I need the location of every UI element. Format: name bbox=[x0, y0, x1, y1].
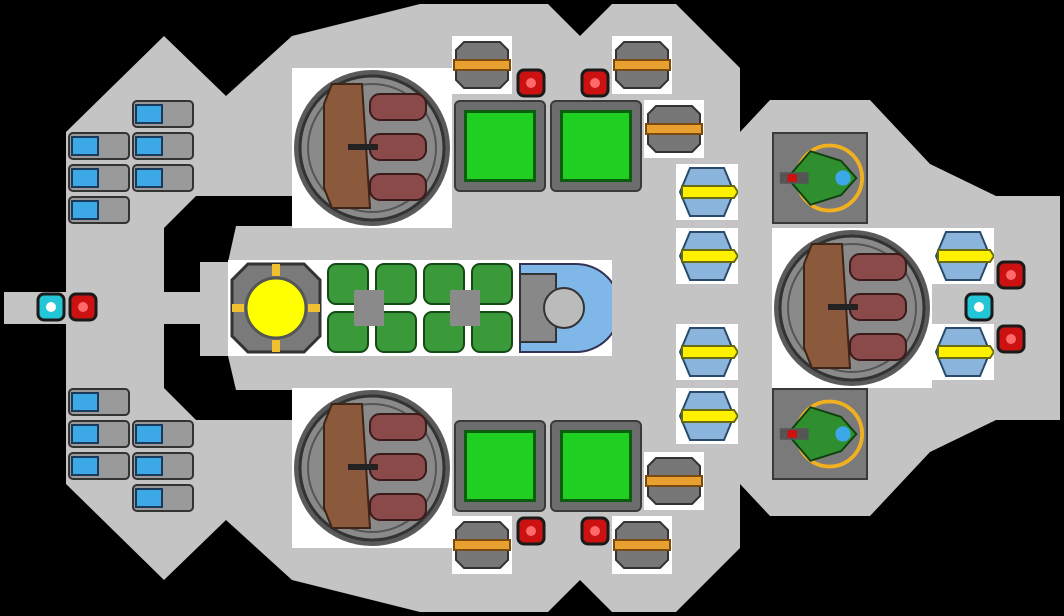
battery-pack-icon[interactable] bbox=[132, 420, 194, 448]
laser-turret-icon[interactable] bbox=[644, 100, 704, 158]
crew-cell-icon[interactable] bbox=[580, 516, 610, 546]
crew-cell-icon[interactable] bbox=[516, 516, 546, 546]
beam-emitter-icon[interactable] bbox=[932, 228, 994, 284]
crew-cell-icon[interactable] bbox=[964, 292, 994, 322]
fighter-bay-icon[interactable] bbox=[772, 132, 868, 224]
hull-void-port bbox=[164, 262, 200, 292]
battery-pack-icon[interactable] bbox=[68, 196, 130, 224]
crew-cell-icon[interactable] bbox=[580, 68, 610, 98]
hull-void-lower-2 bbox=[196, 390, 292, 420]
oxygen-tank-icon[interactable] bbox=[454, 100, 546, 192]
battery-pack-icon[interactable] bbox=[68, 452, 130, 480]
oxygen-tank-icon[interactable] bbox=[454, 420, 546, 512]
crew-cell-icon[interactable] bbox=[36, 292, 66, 322]
beam-emitter-icon[interactable] bbox=[676, 228, 738, 284]
beam-emitter-icon[interactable] bbox=[676, 324, 738, 380]
tank-fill bbox=[464, 430, 536, 502]
oxygen-tank-icon[interactable] bbox=[550, 100, 642, 192]
battery-pack-icon[interactable] bbox=[68, 164, 130, 192]
battery-pack-icon[interactable] bbox=[132, 100, 194, 128]
shield-generator-icon[interactable] bbox=[516, 260, 612, 356]
ammo-reactor-icon[interactable] bbox=[292, 388, 452, 548]
tank-fill bbox=[560, 110, 632, 182]
beam-emitter-icon[interactable] bbox=[932, 324, 994, 380]
hull-void-upper-2 bbox=[196, 196, 292, 226]
laser-turret-icon[interactable] bbox=[452, 36, 512, 94]
hull-void-lower bbox=[164, 356, 236, 420]
ammo-reactor-icon[interactable] bbox=[772, 228, 932, 388]
battery-pack-icon[interactable] bbox=[68, 420, 130, 448]
laser-turret-icon[interactable] bbox=[452, 516, 512, 574]
beam-emitter-icon[interactable] bbox=[676, 388, 738, 444]
battery-pack-icon[interactable] bbox=[132, 452, 194, 480]
crew-cell-icon[interactable] bbox=[996, 324, 1026, 354]
beam-emitter-icon[interactable] bbox=[676, 164, 738, 220]
crew-cell-icon[interactable] bbox=[516, 68, 546, 98]
engine-conduit bbox=[324, 260, 516, 356]
tank-fill bbox=[560, 430, 632, 502]
crew-cell-icon[interactable] bbox=[68, 292, 98, 322]
hull-void-port-2 bbox=[164, 324, 200, 356]
tank-fill bbox=[464, 110, 536, 182]
power-core-icon[interactable] bbox=[228, 260, 324, 356]
crew-cell-icon[interactable] bbox=[996, 260, 1026, 290]
laser-turret-icon[interactable] bbox=[612, 516, 672, 574]
oxygen-tank-icon[interactable] bbox=[550, 420, 642, 512]
battery-pack-icon[interactable] bbox=[132, 484, 194, 512]
laser-turret-icon[interactable] bbox=[644, 452, 704, 510]
ammo-reactor-icon[interactable] bbox=[292, 68, 452, 228]
battery-pack-icon[interactable] bbox=[68, 132, 130, 160]
fighter-bay-icon[interactable] bbox=[772, 388, 868, 480]
battery-pack-icon[interactable] bbox=[132, 164, 194, 192]
battery-pack-icon[interactable] bbox=[68, 388, 130, 416]
laser-turret-icon[interactable] bbox=[612, 36, 672, 94]
battery-pack-icon[interactable] bbox=[132, 132, 194, 160]
